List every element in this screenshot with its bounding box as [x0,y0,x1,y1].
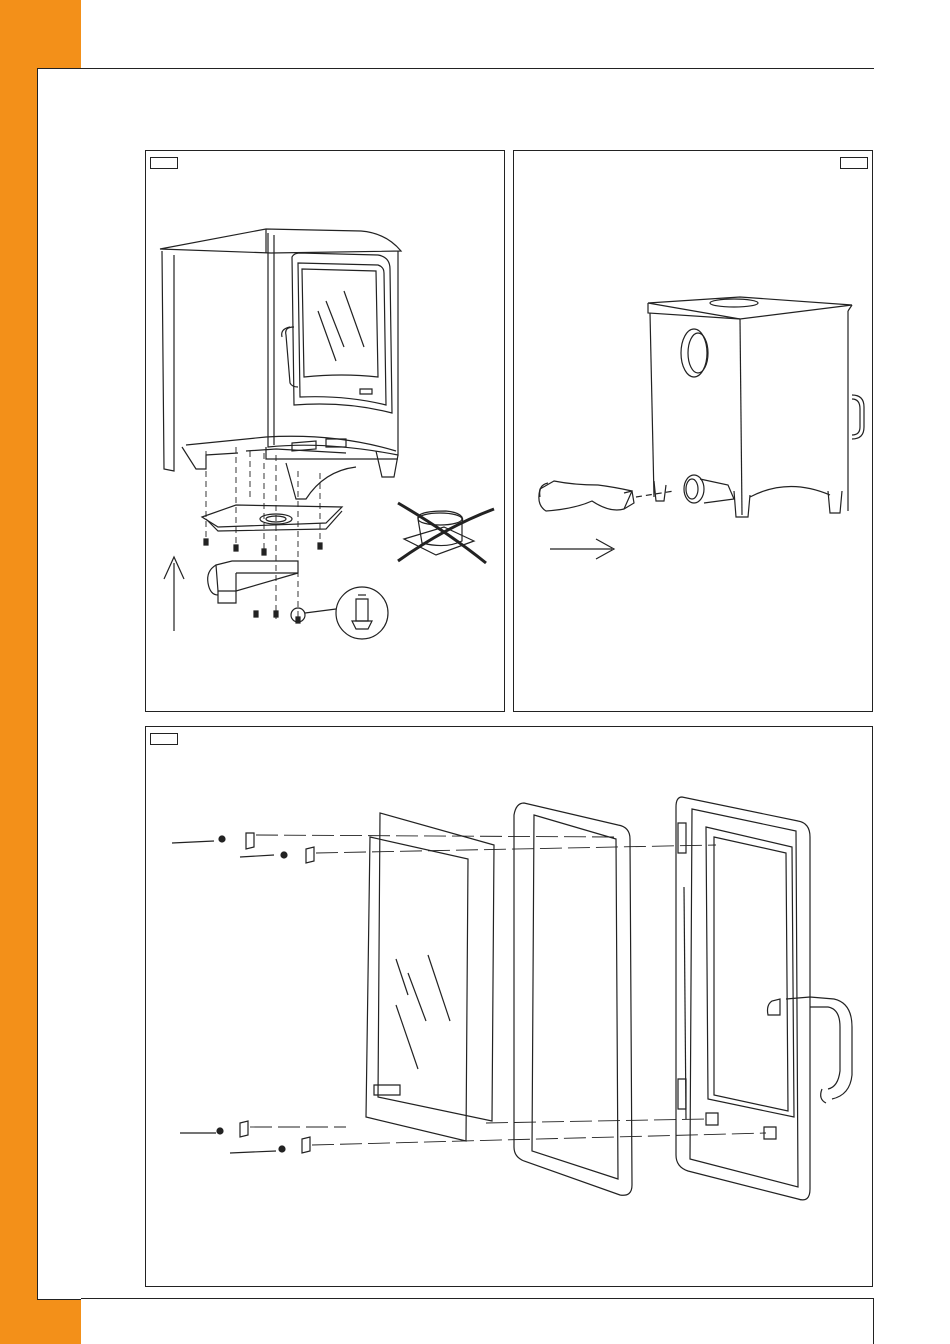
door-exploded-icon [146,727,874,1288]
stove-front-icon [146,151,506,713]
stove-rear-icon [514,151,874,713]
header-rule [37,68,874,69]
panel-rear-outlet [513,150,873,712]
panel-door-glass [145,726,873,1287]
orange-accent-left [0,0,37,1344]
arrow-right-icon [550,539,614,559]
panel-bottom-outlet [145,150,505,712]
arrow-up-icon [164,557,184,631]
crossed-out-icon [398,503,494,563]
footer-box [81,1298,874,1344]
